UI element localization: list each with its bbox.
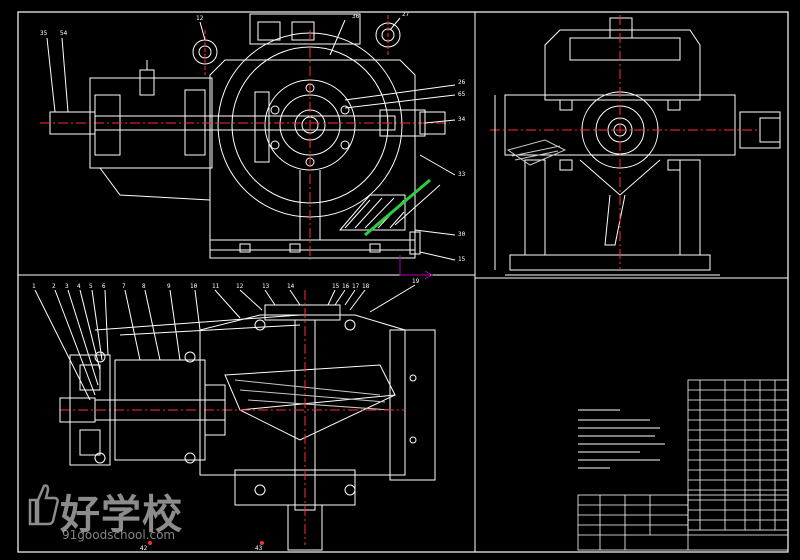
callout-section-16: 17 [352, 283, 360, 290]
callout-section-6: 7 [122, 283, 126, 290]
callout-front-3: 36 [352, 13, 360, 20]
callout-section-2: 3 [65, 283, 69, 290]
callout-front-7: 34 [458, 116, 466, 123]
callout-front-5: 26 [458, 79, 466, 86]
callout-section-18: 19 [412, 278, 420, 285]
callout-section-10: 11 [212, 283, 220, 290]
side-view [490, 15, 781, 276]
callout-front-1: 54 [60, 30, 68, 37]
callout-section-8: 9 [167, 283, 171, 290]
watermark-brand: 好学校 [60, 492, 183, 538]
callout-front-9: 30 [458, 231, 466, 238]
callout-front-4: 27 [402, 11, 410, 18]
technical-notes [578, 409, 665, 469]
marker-0: 42 [140, 545, 148, 552]
callout-section-1: 2 [52, 283, 56, 290]
callout-front-8: 33 [458, 171, 466, 178]
front-view-callouts: 35 54 12 36 27 26 65 34 33 30 15 [40, 11, 466, 263]
callout-section-3: 4 [77, 283, 81, 290]
callout-front-6: 65 [458, 91, 466, 98]
callout-front-10: 15 [458, 256, 466, 263]
callout-section-5: 6 [102, 283, 106, 290]
callout-section-13: 14 [287, 283, 295, 290]
watermark-url: 91goodschool.com [62, 528, 176, 542]
title-block [577, 494, 789, 551]
front-view [40, 13, 456, 280]
callout-section-15: 16 [342, 283, 350, 290]
callout-section-17: 18 [362, 283, 370, 290]
parts-list [687, 379, 789, 531]
section-view [34, 284, 436, 551]
callout-front-2: 12 [196, 15, 204, 22]
callout-section-12: 13 [262, 283, 270, 290]
marker-1: 43 [255, 545, 263, 552]
callout-section-9: 10 [190, 283, 198, 290]
callout-section-7: 8 [142, 283, 146, 290]
drawing-border [17, 11, 789, 553]
callout-section-4: 5 [89, 283, 93, 290]
callout-section-0: 1 [32, 283, 36, 290]
callout-section-14: 15 [332, 283, 340, 290]
section-view-callouts: 1 2 3 4 5 6 7 8 9 10 11 12 13 14 15 16 1… [32, 278, 420, 290]
bottom-markers: 42 43 [140, 541, 264, 552]
thumbs-up-icon [28, 484, 59, 526]
callout-section-11: 12 [236, 283, 244, 290]
callout-front-0: 35 [40, 30, 48, 37]
